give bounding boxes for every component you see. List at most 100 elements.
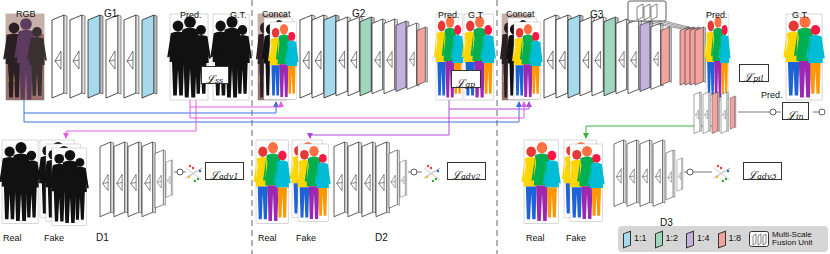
loss-box: ℒss xyxy=(201,66,229,84)
loss-box: ℒadv3 xyxy=(743,162,782,180)
discriminator-2-part xyxy=(348,142,362,217)
loss-box: ℒadv2 xyxy=(447,162,486,180)
generator-1-part xyxy=(167,14,211,100)
discriminator-1-part xyxy=(100,142,114,217)
discriminator-3-part xyxy=(614,140,626,206)
label-holder: Real xyxy=(526,227,545,245)
legend-text: 1:1 xyxy=(634,234,647,243)
stage-label: Pred. xyxy=(180,10,202,20)
generator-3-part xyxy=(703,92,711,134)
label-holder: G3 xyxy=(590,4,603,22)
data-wires xyxy=(24,100,716,138)
legend-box: 1:11:21:41:8Multi-Scale Fusion Unit xyxy=(618,226,828,252)
data-wires-part xyxy=(190,100,281,107)
label-holder: Fake xyxy=(566,227,586,245)
label-holder: D2 xyxy=(375,227,388,245)
fusion-unit-frame xyxy=(750,232,769,247)
stage-label: Fake xyxy=(566,233,586,243)
label-holder: G.T. xyxy=(792,4,809,22)
label-holder: G.T xyxy=(468,4,483,22)
discriminator-3-part xyxy=(568,144,605,221)
generator-1-part xyxy=(52,15,67,98)
generator-3-part xyxy=(783,14,825,100)
discriminator-1-part xyxy=(128,142,142,217)
discriminator-1-part xyxy=(166,160,173,197)
generator-3-part-part xyxy=(644,4,650,20)
loss-name: ℒpil xyxy=(744,71,763,84)
stage-separators-part xyxy=(496,0,498,254)
discriminator-1-part xyxy=(155,150,166,208)
generator-3-part xyxy=(704,14,730,100)
legend-text: 1:8 xyxy=(729,234,742,243)
stage-label: G.T. xyxy=(230,10,247,20)
generator-2 xyxy=(256,14,496,100)
generator-3-part-part xyxy=(651,4,657,20)
discriminator-1-part xyxy=(114,142,128,217)
generator-1-part xyxy=(142,15,157,98)
data-wires-part xyxy=(449,100,529,109)
stage-label: Concat xyxy=(262,9,291,19)
generator-3-part xyxy=(661,27,672,85)
stage-label: D1 xyxy=(96,232,109,243)
stage-label: Pred. xyxy=(761,90,783,100)
discriminator-2-part xyxy=(411,169,417,175)
discriminator-3 xyxy=(521,140,730,223)
fusion-unit-icon xyxy=(749,231,769,247)
loss-box: ℒin xyxy=(782,102,809,120)
label-holder: D1 xyxy=(96,227,109,245)
generator-2-part xyxy=(384,19,398,94)
loss-box: ℒgp xyxy=(451,70,481,88)
discriminator-1-part xyxy=(142,142,156,217)
discriminator-2-part xyxy=(424,165,440,182)
generator-2-part-part xyxy=(268,22,299,99)
stage-separators-part xyxy=(251,0,253,254)
generator-3-part-part xyxy=(628,1,666,21)
label-holder: G.T. xyxy=(230,4,247,22)
stage-label: Real xyxy=(3,233,22,243)
generator-3 xyxy=(500,1,825,134)
legend-swatch xyxy=(623,230,631,248)
legend-item: 1:1 xyxy=(623,232,647,247)
generator-3-part xyxy=(721,92,729,134)
generator-3-part-part xyxy=(512,22,543,99)
discriminator-3-part xyxy=(640,140,652,206)
stage-label: G1 xyxy=(104,8,117,19)
generator-1-part xyxy=(70,15,85,98)
label-holder: Pred. xyxy=(706,4,728,22)
discriminator-1-part xyxy=(0,140,41,223)
label-holder: G1 xyxy=(104,3,117,21)
discriminator-3-part xyxy=(666,150,675,200)
generator-1-part xyxy=(124,15,139,98)
discriminator-2-part xyxy=(389,150,400,208)
data-wires-part xyxy=(310,109,449,138)
generator-3-part xyxy=(628,19,642,94)
stage-label: Real xyxy=(526,233,545,243)
discriminator-2-part xyxy=(296,144,331,221)
label-holder: G2 xyxy=(352,3,365,21)
legend-text: 1:4 xyxy=(697,234,710,243)
legend-item: 1:2 xyxy=(655,232,679,247)
discriminator-2-part xyxy=(334,142,348,217)
discriminator-2-part xyxy=(254,140,291,223)
legend-item: 1:8 xyxy=(718,232,742,247)
stage-separators xyxy=(252,0,497,254)
stage-label: G.T xyxy=(468,10,483,20)
label-holder: Real xyxy=(258,227,277,245)
stage-label: G3 xyxy=(590,9,603,20)
stage-label: Concat xyxy=(506,9,535,19)
stage-label: Pred. xyxy=(706,10,728,20)
discriminator-2-part xyxy=(400,160,407,197)
discriminator-2-part xyxy=(376,142,390,217)
discriminator-3-part xyxy=(677,158,683,191)
discriminator-2-part xyxy=(362,142,376,217)
stage-label: Fake xyxy=(296,233,316,243)
label-holder: Pred. xyxy=(438,4,460,22)
fusion-unit-layer xyxy=(763,234,766,245)
stage-label: Real xyxy=(258,233,277,243)
generator-3-part xyxy=(640,21,697,29)
generator-1-part xyxy=(3,14,47,100)
label-holder: Pred. xyxy=(761,84,783,102)
discriminator-2 xyxy=(254,140,440,223)
discriminator-1-part xyxy=(186,165,202,182)
